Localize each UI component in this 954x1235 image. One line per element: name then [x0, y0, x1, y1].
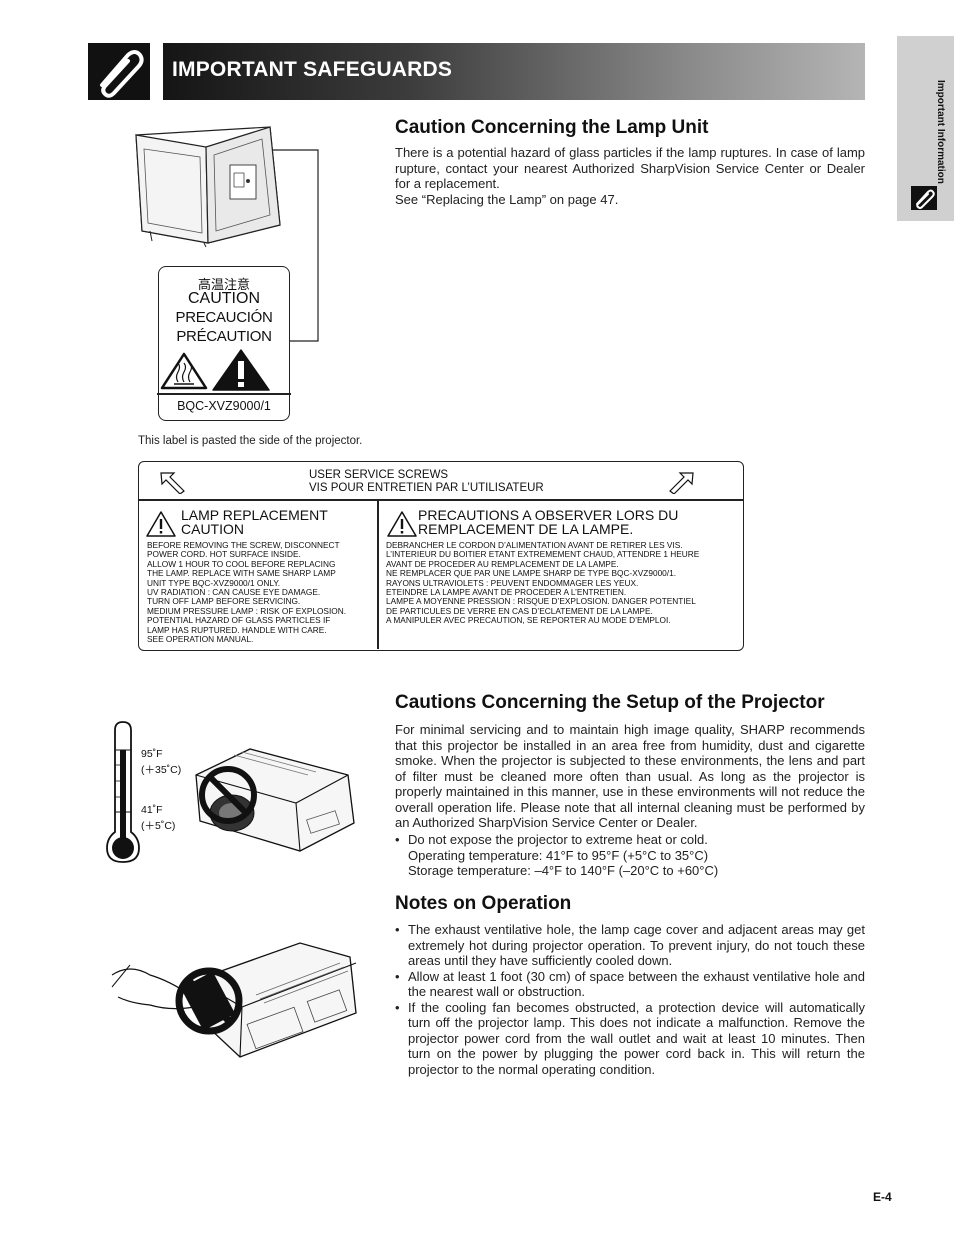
lamp-unit-illustration	[130, 125, 330, 360]
label-line: DE PARTICULES DE VERRE EN CAS D’ECLATEME…	[386, 605, 653, 616]
setup-section-heading: Cautions Concerning the Setup of the Pro…	[395, 692, 825, 713]
caution-french: PRÉCAUTION	[176, 328, 272, 345]
list-item: Allow at least 1 foot (30 cm) of space b…	[395, 969, 865, 1000]
label-line: ETEINDRE LA LAMPE AVANT DE PROCEDER A L’…	[386, 587, 627, 598]
notes-section-heading: Notes on Operation	[395, 893, 572, 914]
label-divider-vertical	[377, 500, 379, 649]
section-tab-label: Important Information	[935, 80, 946, 184]
setup-section-body: For minimal servicing and to maintain hi…	[395, 722, 865, 830]
lamp-section-body: There is a potential hazard of glass par…	[395, 145, 865, 207]
label-line: TURN OFF LAMP BEFORE SERVICING.	[147, 596, 301, 607]
lamp-replacement-head2: CAUTION	[181, 521, 244, 537]
page-number: E-4	[873, 1190, 892, 1204]
caution-label-card: 高温注意 CAUTION PRECAUCIÓN PRÉCAUTION BQC-X…	[157, 266, 291, 421]
projector-side-label	[138, 461, 744, 651]
lamp-section-heading: Caution Concerning the Lamp Unit	[395, 117, 709, 138]
caution-spanish: PRECAUCIÓN	[175, 309, 273, 326]
label-line: A MANIPULER AVEC PRECAUTION, SE REPORTER…	[386, 615, 671, 626]
storage-temperature: Storage temperature: –4°F to 140°F (–20°…	[408, 863, 719, 878]
label-line: LAMP HAS RUPTURED. HANDLE WITH CARE.	[147, 624, 327, 635]
header-bar	[163, 43, 865, 100]
operating-temperature: Operating temperature: 41°F to 95°F (+5°…	[408, 847, 709, 863]
label-line: AVANT DE PROCEDER AU REMPLACEMENT DE LA …	[386, 558, 619, 569]
notes-bullet-list: The exhaust ventilative hole, the lamp c…	[395, 922, 865, 1077]
label-line: UNIT TYPE BQC-XVZ9000/1 ONLY.	[147, 577, 281, 588]
precautions-head1: PRECAUTIONS A OBSERVER LORS DU	[418, 507, 679, 523]
setup-bullet-list: Do not expose the projector to extreme h…	[395, 832, 865, 879]
lamp-model-number: BQC-XVZ9000/1	[177, 399, 271, 413]
label-divider-horizontal	[139, 499, 743, 501]
label-line: POTENTIAL HAZARD OF GLASS PARTICLES IF	[147, 615, 331, 626]
label-line: POWER CORD. HOT SURFACE INSIDE.	[147, 549, 301, 560]
temp-low-label: 41˚F (＋5˚C)	[141, 802, 175, 834]
label-line: L’INTERIEUR DU BOITIER ETANT EXTREMEMENT…	[386, 549, 700, 560]
screw-arrow-right-icon	[666, 470, 696, 499]
precautions-french-heading: PRECAUTIONS A OBSERVER LORS DU REMPLACEM…	[418, 508, 678, 536]
screw-arrow-left-icon	[158, 470, 188, 499]
list-item: Do not expose the projector to extreme h…	[395, 832, 865, 879]
label-line: ALLOW 1 HOUR TO COOL BEFORE REPLACING	[147, 558, 336, 569]
lamp-body-text: There is a potential hazard of glass par…	[395, 145, 865, 191]
temp-high-label: 95˚F (＋35˚C)	[141, 746, 181, 778]
precautions-head2: REMPLACEMENT DE LA LAMPE.	[418, 521, 634, 537]
list-item: If the cooling fan becomes obstructed, a…	[395, 1000, 865, 1078]
label-line: NE REMPLACER QUE PAR UNE LAMPE SHARP DE …	[386, 568, 677, 579]
temp-low-f: 41˚F	[141, 804, 163, 816]
warning-triangle-icon	[211, 348, 271, 397]
temp-low-c: (＋5˚C)	[141, 820, 176, 832]
lamp-replacement-english-text: BEFORE REMOVING THE SCREW, DISCONNECT PO…	[147, 540, 347, 645]
list-item: The exhaust ventilative hole, the lamp c…	[395, 922, 865, 969]
label-line: MEDIUM PRESSURE LAMP : RISK OF EXPLOSION…	[147, 605, 347, 616]
paperclip-icon	[911, 186, 937, 210]
warning-triangle-icon	[145, 510, 177, 543]
precautions-french-text: DEBRANCHER LE CORDON D’ALIMENTATION AVAN…	[386, 540, 700, 626]
label-line: THE LAMP. REPLACE WITH SAME SHARP LAMP	[147, 568, 336, 579]
screws-line-2: VIS POUR ENTRETIEN PAR L’UTILISATEUR	[309, 482, 544, 494]
label-line: SEE OPERATION MANUAL.	[147, 634, 254, 645]
projector-no-touch-illustration	[110, 935, 362, 1070]
hot-surface-icon	[159, 351, 209, 396]
thermometer-illustration	[105, 720, 141, 870]
user-service-screws-text: USER SERVICE SCREWS VIS POUR ENTRETIEN P…	[309, 469, 544, 495]
page-title: IMPORTANT SAFEGUARDS	[172, 58, 453, 81]
label-line: UV RADIATION : CAN CAUSE EYE DAMAGE.	[147, 587, 321, 598]
projector-no-heat-illustration	[188, 745, 363, 860]
label-line: BEFORE REMOVING THE SCREW, DISCONNECT	[147, 540, 340, 550]
temp-high-f: 95˚F	[141, 748, 163, 760]
lamp-replacement-head1: LAMP REPLACEMENT	[181, 507, 328, 523]
temp-high-c: (＋35˚C)	[141, 764, 182, 776]
label-line: LAMPE A MOYENNE PRESSION : RISQUE D’EXPL…	[386, 596, 696, 607]
warning-triangle-icon	[386, 510, 418, 543]
label-line: DEBRANCHER LE CORDON D’ALIMENTATION AVAN…	[386, 540, 683, 550]
figure-caption: This label is pasted the side of the pro…	[138, 435, 363, 447]
caution-english: CAUTION	[188, 290, 260, 307]
lamp-replacement-heading: LAMP REPLACEMENT CAUTION	[181, 508, 328, 536]
setup-bullet-text: Do not expose the projector to extreme h…	[408, 832, 708, 847]
header-paperclip-icon	[88, 43, 150, 100]
lamp-see-also: See “Replacing the Lamp” on page 47.	[395, 191, 619, 207]
label-line: RAYONS ULTRAVIOLETS : PEUVENT ENDOMMAGER…	[386, 577, 639, 588]
caution-chinese: 高温注意	[197, 277, 250, 292]
screws-line-1: USER SERVICE SCREWS	[309, 469, 449, 481]
